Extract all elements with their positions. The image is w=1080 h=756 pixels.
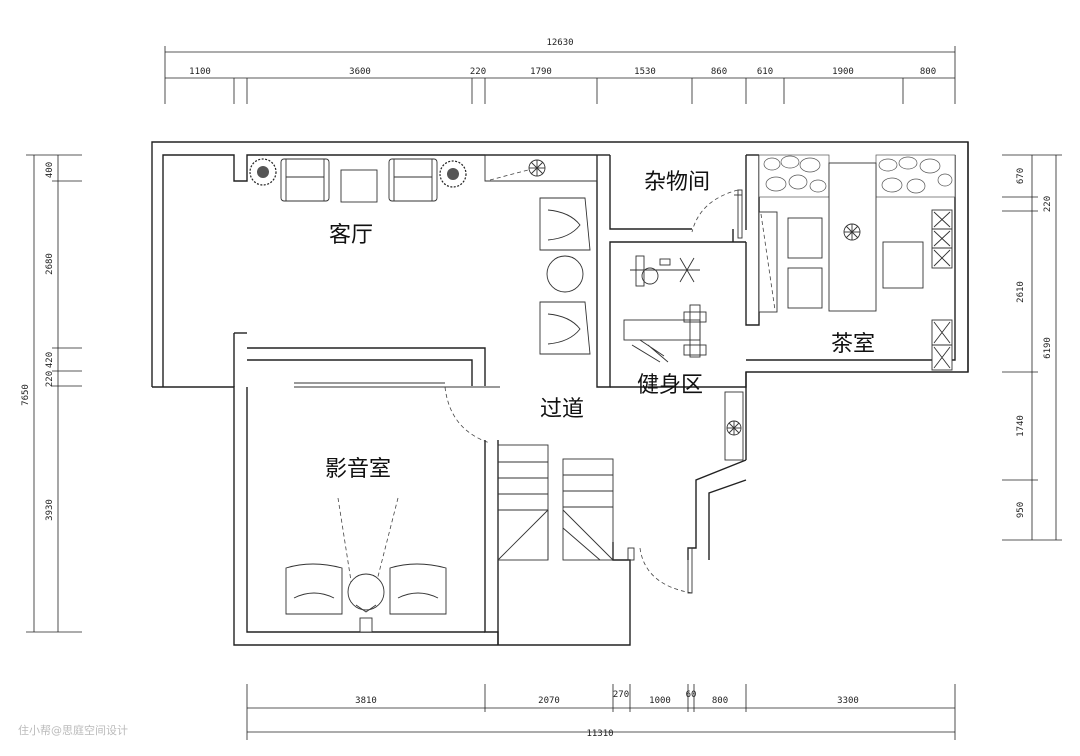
room-label-living: 客厅 [329,223,373,248]
table-icon [546,255,584,293]
plant-icon [249,158,277,186]
left-dim-5: 3930 [45,499,55,521]
stair-icon [497,444,614,561]
room-label-theater: 影音室 [325,457,391,482]
bottom-dim-3: 270 [613,690,629,700]
bottom-dim-1: 3810 [355,696,377,706]
bottom-dim-7: 3300 [837,696,859,706]
tea-furniture [724,154,956,461]
sofa-chair-icon [389,563,447,615]
left-dim-4: 220 [45,371,55,387]
stone-wall-pattern [763,155,953,194]
room-label-gym: 健身区 [637,373,703,398]
right-dim-1: 670 [1016,168,1026,184]
top-dim-2: 3600 [349,67,371,77]
left-dim-1: 400 [45,162,55,178]
right-dim-4: 1740 [1016,415,1026,437]
bottom-dim-4: 1000 [649,696,671,706]
left-total-dim: 7650 [21,384,31,406]
top-dim-8: 1900 [832,67,854,77]
door-swing-icon [294,189,743,594]
top-dim-3: 220 [470,67,486,77]
living-furniture [249,158,591,355]
left-dim-2: 2680 [45,253,55,275]
bottom-dimensions: 3810 2070 270 1000 60 800 3300 11310 [246,684,956,740]
room-label-corridor: 过道 [540,397,584,422]
table-icon [347,573,385,611]
room-label-tea: 茶室 [831,332,875,357]
bottom-dim-2: 2070 [538,696,560,706]
table-icon [340,169,378,203]
top-total-dim: 12630 [546,38,573,48]
right-total-dim: 6190 [1043,337,1053,359]
exercise-bike-icon [630,255,700,287]
top-dim-6: 860 [711,67,727,77]
right-dim-3: 2610 [1016,281,1026,303]
bottom-dim-5: 60 [686,690,697,700]
room-labels: 客厅 杂物间 茶室 健身区 过道 影音室 [325,170,875,482]
room-label-storage: 杂物间 [644,170,710,195]
right-dim-2: 220 [1043,196,1053,212]
sofa-chair-icon [539,197,591,251]
sofa-chair-icon [388,158,438,202]
pendant-lamp-icon [843,223,861,241]
pendant-lamp-icon [489,159,546,181]
top-dimensions: 12630 1100 3600 220 1790 1530 860 610 19… [164,38,956,104]
plant-icon [439,160,467,188]
sofa-chair-icon [285,563,343,615]
right-dim-5: 950 [1016,502,1026,518]
pendant-lamp-icon [726,420,742,436]
theater-furniture [285,497,447,633]
top-dim-9: 800 [920,67,936,77]
bench-press-icon [623,304,707,363]
top-dim-7: 610 [757,67,773,77]
left-dimensions: 400 2680 420 220 3930 7650 [21,154,82,633]
watermark: 住小帮@思庭空间设计 [18,723,128,737]
top-dim-4: 1790 [530,67,552,77]
sofa-chair-icon [539,301,591,355]
right-dimensions: 670 220 2610 1740 950 6190 [1002,154,1062,541]
sofa-chair-icon [280,158,330,202]
left-dim-3: 420 [45,352,55,368]
top-dim-1: 1100 [189,67,211,77]
top-dim-5: 1530 [634,67,656,77]
gym-equipment [623,255,707,363]
bottom-total-dim: 11310 [586,729,613,739]
bottom-dim-6: 800 [712,696,728,706]
